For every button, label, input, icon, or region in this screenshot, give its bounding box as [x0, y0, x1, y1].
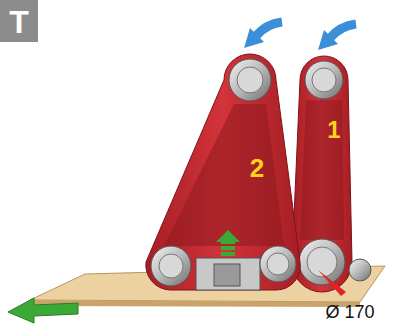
feed-arrow: [8, 298, 78, 323]
abrasive-belt: [292, 56, 352, 292]
arrow-head: [318, 30, 338, 50]
dimension-pointer: [318, 270, 346, 296]
callout-number: 1: [327, 118, 340, 142]
arrow-shaft: [256, 22, 282, 36]
callout-number: 2: [250, 155, 264, 181]
section-letter: T: [9, 6, 29, 38]
roller-bore: [267, 253, 289, 275]
pressure-roller: [349, 259, 371, 281]
arrow-stripe: [221, 240, 235, 244]
profile-workpiece: [196, 258, 260, 290]
roller-bore: [159, 254, 183, 278]
arrow-stripe: [221, 252, 235, 256]
feed-up-arrow: [216, 230, 240, 256]
arrow-shaft: [330, 24, 356, 38]
contact-roller: [299, 239, 345, 285]
bottom-roller: [151, 246, 191, 286]
abrasive-belt: [146, 54, 301, 290]
profile-hollow: [214, 264, 240, 286]
top-roller: [229, 59, 271, 101]
dimension-label: Ø 170: [325, 303, 374, 321]
roller-bore: [312, 68, 336, 92]
section-tab: [0, 0, 38, 42]
top-roller: [305, 61, 343, 99]
rotation-arrow: [244, 22, 282, 48]
bottom-roller: [260, 246, 296, 282]
roller-bore: [307, 247, 337, 277]
belt-inside: [164, 104, 284, 246]
arrow-head: [244, 28, 264, 48]
rotation-arrow: [318, 24, 356, 50]
roller-bore: [237, 67, 263, 93]
arrow-stripe: [221, 246, 235, 250]
plank-edge: [30, 300, 360, 307]
belt-inside: [300, 100, 344, 240]
